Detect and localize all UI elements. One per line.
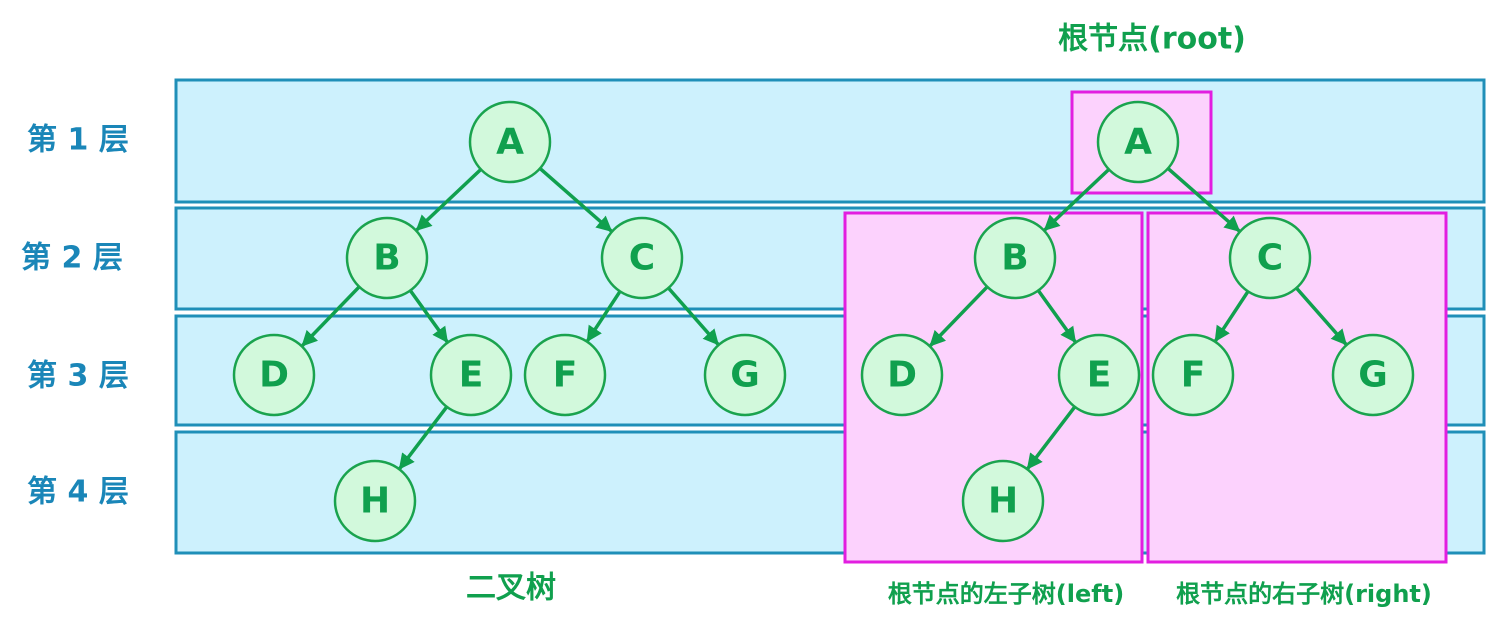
edge-a-b <box>415 168 483 232</box>
edge-e-h <box>398 405 449 470</box>
tree-node-b: B <box>345 216 429 300</box>
tree-node-f: F <box>1151 333 1235 417</box>
svg-text:D: D <box>259 355 289 396</box>
tree-node-h: H <box>333 459 417 543</box>
edge-c-f <box>586 290 622 343</box>
edge-c-g <box>667 286 720 346</box>
edge-b-e <box>1036 289 1077 343</box>
tree-node-b: B <box>973 216 1057 300</box>
svg-text:B: B <box>373 238 400 279</box>
edge-b-d <box>301 285 361 347</box>
edge-a-b <box>1043 168 1111 232</box>
tree-node-d: D <box>860 333 944 417</box>
svg-text:F: F <box>553 355 578 396</box>
tree-right: A B C D E F G H <box>860 100 1415 543</box>
left-subtree-caption: 根节点的左子树(left) <box>888 580 1124 608</box>
svg-text:C: C <box>629 238 655 279</box>
tree-node-h: H <box>961 459 1045 543</box>
tree-node-d: D <box>232 333 316 417</box>
svg-text:E: E <box>459 355 484 396</box>
tree-node-a: A <box>468 100 552 184</box>
tree-node-e: E <box>1057 333 1141 417</box>
tree-node-c: C <box>600 216 684 300</box>
level-band-1 <box>174 78 1486 204</box>
tree-left: A B C D E F G H <box>232 100 787 543</box>
level-label-2: 第 2 层 <box>21 241 123 276</box>
tree-node-c: C <box>1228 216 1312 300</box>
tree-node-g: G <box>703 333 787 417</box>
tree-node-e: E <box>429 333 513 417</box>
svg-text:H: H <box>988 481 1018 522</box>
right-subtree-caption: 根节点的右子树(right) <box>1176 580 1432 608</box>
svg-text:G: G <box>730 355 760 396</box>
edge-e-h <box>1026 405 1077 470</box>
svg-text:B: B <box>1001 238 1028 279</box>
tree-node-a: A <box>1096 100 1180 184</box>
edge-b-d <box>929 285 989 347</box>
edge-a-c <box>1166 167 1241 233</box>
edge-c-g <box>1295 286 1348 346</box>
svg-text:A: A <box>1124 122 1152 163</box>
tree-right-edges <box>929 167 1348 470</box>
svg-text:F: F <box>1181 355 1206 396</box>
level-label-3: 第 3 层 <box>27 359 129 394</box>
edge-b-e <box>408 289 449 343</box>
svg-text:E: E <box>1087 355 1112 396</box>
svg-text:D: D <box>887 355 917 396</box>
edge-c-f <box>1214 290 1250 343</box>
tree-left-edges <box>301 167 720 470</box>
tree-node-f: F <box>523 333 607 417</box>
tree-node-g: G <box>1331 333 1415 417</box>
level-label-1: 第 1 层 <box>27 123 129 158</box>
svg-text:H: H <box>360 481 390 522</box>
tree-caption: 二叉树 <box>466 571 556 606</box>
level-label-4: 第 4 层 <box>27 475 129 510</box>
root-caption: 根节点(root) <box>1058 22 1246 57</box>
svg-text:G: G <box>1358 355 1388 396</box>
svg-text:A: A <box>496 122 524 163</box>
edge-a-c <box>538 167 613 233</box>
svg-text:C: C <box>1257 238 1283 279</box>
